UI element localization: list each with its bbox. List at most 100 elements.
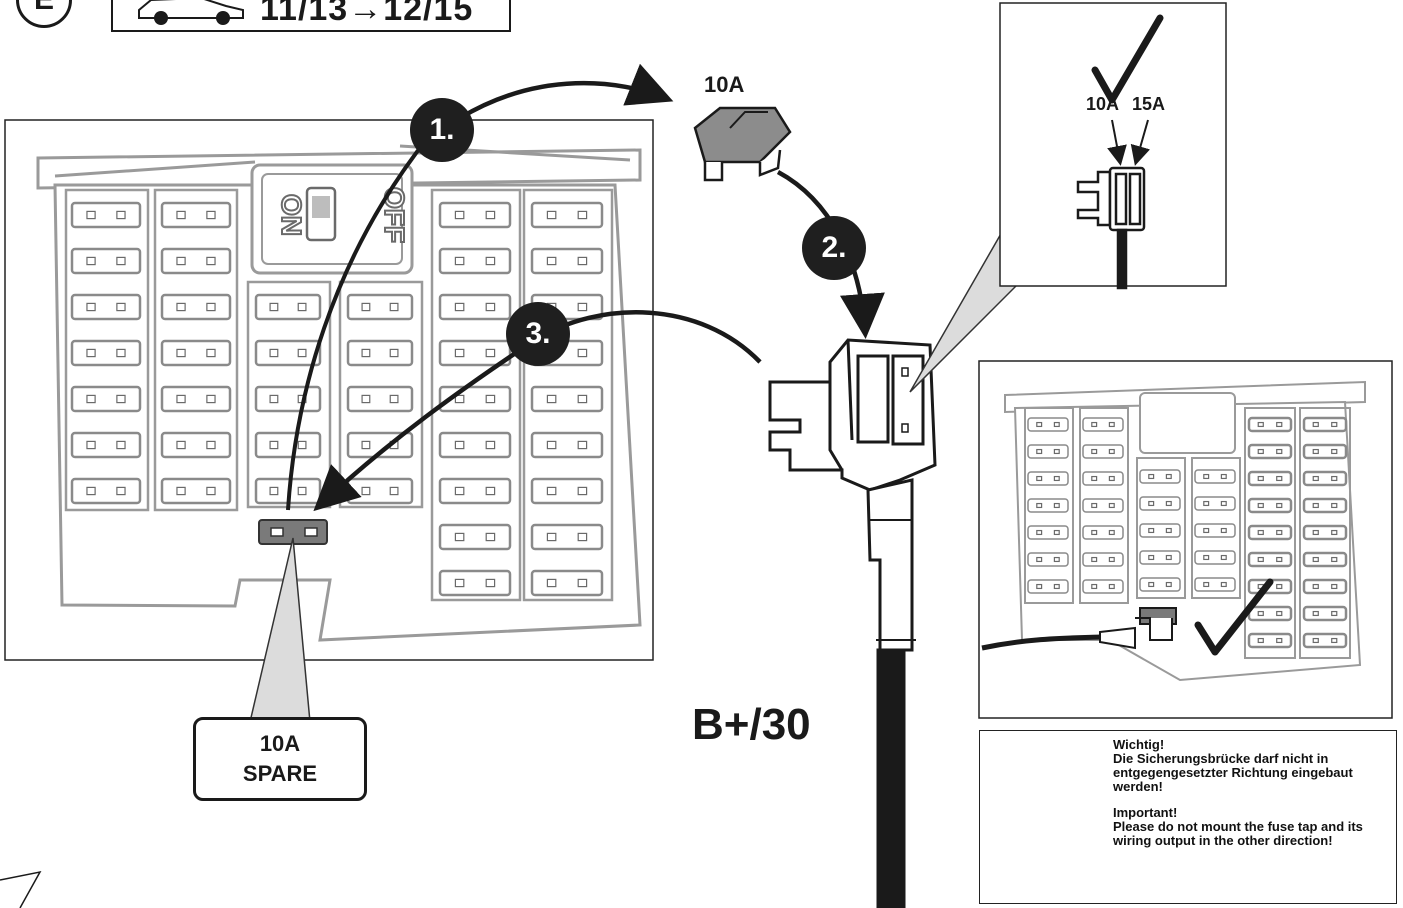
- fuse-slot: [160, 293, 232, 321]
- fuse-slot: [530, 477, 604, 505]
- switch-on-label: ON: [276, 194, 307, 236]
- installed-fuse-tap: [1099, 607, 1177, 650]
- fuse-slot: [438, 293, 512, 321]
- warning-text: Wichtig! Die Sicherungsbrücke darf nicht…: [1113, 738, 1391, 848]
- fuse-slot: [346, 339, 414, 367]
- fuse-slot: [254, 339, 322, 367]
- fuse-slot: [530, 431, 604, 459]
- fuse-slot: [70, 431, 142, 459]
- fuse-slot: [70, 477, 142, 505]
- fuse-slot: [70, 385, 142, 413]
- installed-fuse-slot: [1139, 523, 1181, 538]
- installed-fuse-slot: [1302, 578, 1348, 595]
- installed-fuse-slot: [1302, 497, 1348, 514]
- checkmark-icon: [1091, 14, 1164, 104]
- fuse-slot-group: [70, 201, 604, 597]
- installed-cable: [981, 634, 1101, 651]
- vehicle-header-box: [111, 0, 511, 32]
- fuse-slot: [346, 477, 414, 505]
- installed-fuse-slot: [1302, 551, 1348, 568]
- fuse-slot: [438, 431, 512, 459]
- fuse-slot: [438, 569, 512, 597]
- step-1-badge: 1.: [410, 98, 474, 162]
- fuse-tap-assembly: [768, 338, 937, 908]
- installed-fuse-slot: [1082, 579, 1124, 594]
- installed-fuse-slot: [1082, 552, 1124, 567]
- fuse-slot: [530, 247, 604, 275]
- spare-slot-label: 10A SPARE: [193, 717, 367, 801]
- installed-fuse-slot: [1082, 498, 1124, 513]
- installed-fuse-slot: [1194, 523, 1236, 538]
- fuse-slot: [438, 523, 512, 551]
- fuse-slot: [254, 431, 322, 459]
- step-2-badge: 2.: [802, 216, 866, 280]
- fuse-slot: [70, 339, 142, 367]
- installed-fuse-slot: [1139, 550, 1181, 565]
- installed-fuse-slot: [1247, 416, 1293, 433]
- installed-fuse-slot: [1082, 525, 1124, 540]
- fuse-slot: [160, 247, 232, 275]
- installed-fuse-slot: [1139, 577, 1181, 592]
- installed-fuse-slot: [1082, 417, 1124, 432]
- removed-fuse-rating: 10A: [704, 72, 745, 97]
- warning-de-title: Wichtig!: [1113, 737, 1165, 752]
- installed-fuse-slot: [1247, 470, 1293, 487]
- installed-fuse-slot: [1247, 551, 1293, 568]
- installed-fuse-slot: [1027, 525, 1069, 540]
- zoom-detail-frame: [999, 2, 1227, 287]
- zoom-fuse-tap-icon: [1076, 166, 1146, 290]
- installed-fuse-slot: [1194, 577, 1236, 592]
- step1-line-down: [286, 133, 432, 511]
- fuse-slot: [530, 201, 604, 229]
- installed-fuse-slot-group: [1027, 416, 1348, 649]
- installed-checkmark-icon: [1194, 578, 1274, 656]
- zoom-rating-left: 10A: [1086, 94, 1120, 114]
- installed-fuse-slot: [1247, 497, 1293, 514]
- installed-fuse-slot: [1194, 496, 1236, 511]
- fuse-slot: [438, 339, 512, 367]
- warning-de-text: Die Sicherungsbrücke darf nicht in entge…: [1113, 751, 1353, 794]
- removed-fuse-icon: [693, 106, 792, 182]
- installed-fuse-slot: [1247, 524, 1293, 541]
- installed-fuse-slot: [1247, 443, 1293, 460]
- fuse-slot: [70, 201, 142, 229]
- fuse-slot: [530, 523, 604, 551]
- installed-fuse-slot: [1027, 552, 1069, 567]
- rating-arrow-right: [1130, 119, 1151, 166]
- installed-fuse-slot: [1302, 605, 1348, 622]
- fuse-slot: [346, 293, 414, 321]
- cable-terminal-label: B+/30: [692, 700, 811, 749]
- ignition-switch: ON OFF: [275, 186, 411, 244]
- installed-fuse-slot: [1027, 471, 1069, 486]
- installed-fuse-slot: [1027, 417, 1069, 432]
- fuse-slot: [160, 339, 232, 367]
- installed-fuse-slot: [1302, 524, 1348, 541]
- warning-en-text: Please do not mount the fuse tap and its…: [1113, 819, 1363, 848]
- fuse-slot: [160, 477, 232, 505]
- installed-fuse-slot: [1139, 469, 1181, 484]
- installed-fuse-slot: [1027, 498, 1069, 513]
- fuse-slot: [346, 385, 414, 413]
- step1-arrow: [458, 63, 674, 120]
- installed-fuse-slot: [1302, 443, 1348, 460]
- fuse-slot: [160, 431, 232, 459]
- installed-fuse-slot: [1302, 470, 1348, 487]
- spare-fuse-slot: [258, 519, 328, 545]
- installed-fuse-slot: [1082, 471, 1124, 486]
- fuse-slot: [70, 247, 142, 275]
- fuse-slot: [160, 385, 232, 413]
- rating-arrow-left: [1107, 119, 1127, 166]
- zoom-rating-right: 15A: [1132, 94, 1166, 114]
- installed-fuse-slot: [1247, 632, 1293, 649]
- fuse-slot: [160, 201, 232, 229]
- corner-fold-mark: [0, 870, 42, 908]
- fuse-slot: [254, 385, 322, 413]
- fuse-slot: [438, 477, 512, 505]
- installed-fuse-slot: [1139, 496, 1181, 511]
- installed-fuse-slot: [1194, 469, 1236, 484]
- warning-en-title: Important!: [1113, 805, 1178, 820]
- spare-rating: 10A: [259, 731, 301, 756]
- date-range-label: 11/13→12/15: [260, 0, 474, 28]
- car-icon: [138, 0, 244, 25]
